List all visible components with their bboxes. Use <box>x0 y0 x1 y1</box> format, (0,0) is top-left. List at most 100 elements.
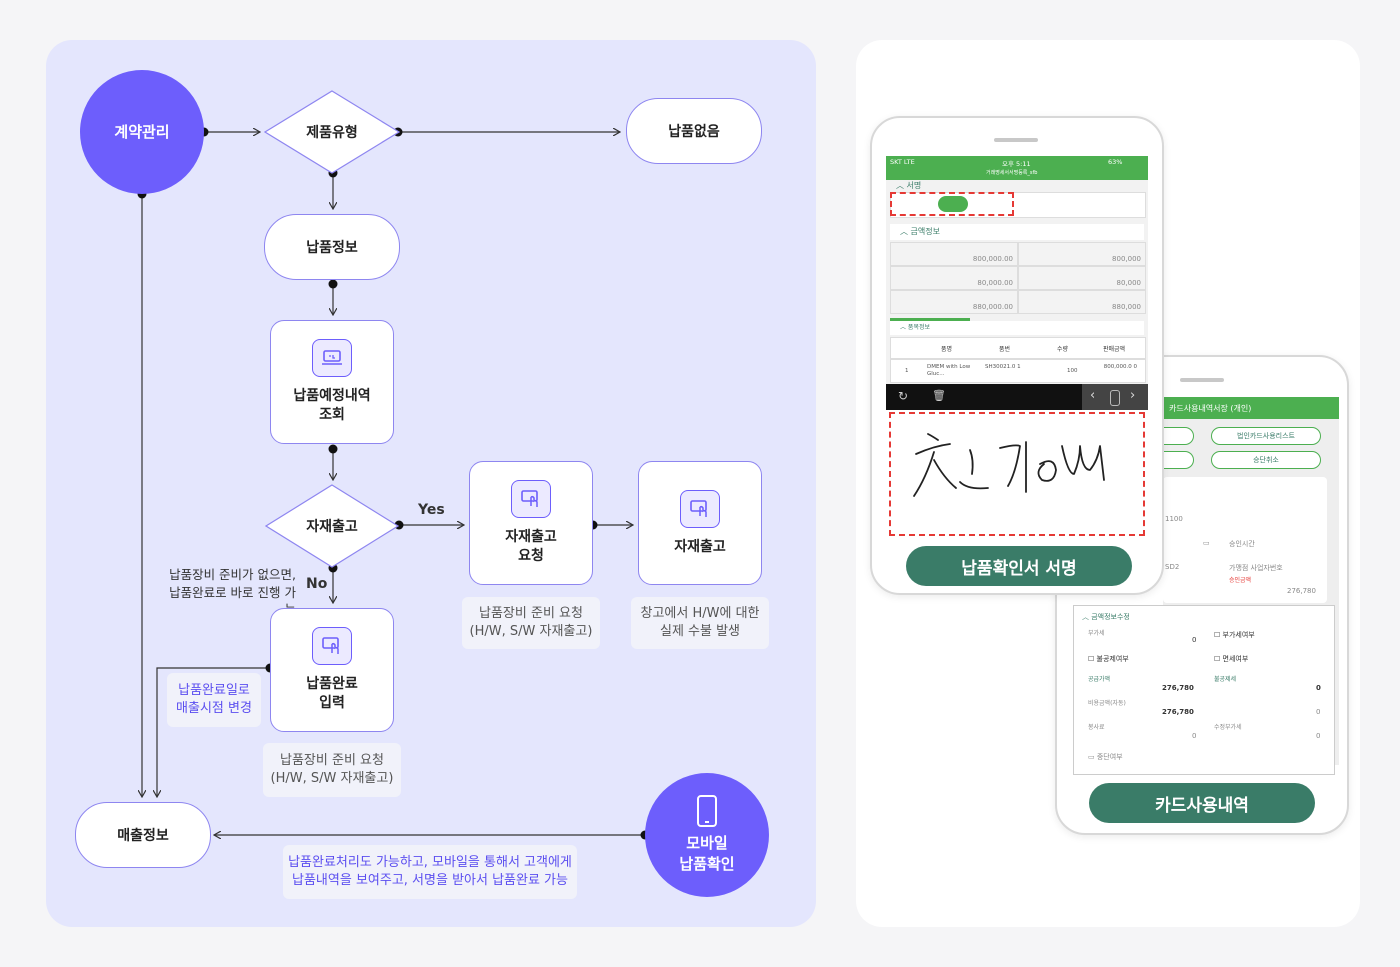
amount-cell-1: 800,000.00 <box>890 242 1018 266</box>
tax-free-checkbox[interactable]: ☐ 면세여부 <box>1214 655 1249 663</box>
card-material-out-label: 자재출고 <box>674 538 726 555</box>
amount-cell-6: 880,000 <box>1018 290 1146 314</box>
item-table-header: 품명 품번 수량 판매금액 <box>890 337 1146 359</box>
card-pill-left-2[interactable] <box>1163 451 1194 469</box>
sales-change-note: 납품완료일로 매출시점 변경 <box>167 673 261 727</box>
card-usage-button-label: 카드사용내역 <box>1155 795 1249 816</box>
battery-text: 63% <box>1108 158 1123 166</box>
start-node-label: 계약관리 <box>114 122 170 141</box>
request-note-line1: 납품장비 준비 요청 <box>479 605 583 621</box>
laptop-icon <box>312 339 352 378</box>
phone-speaker <box>1180 378 1224 382</box>
node-delivery-info[interactable]: 납품정보 <box>264 214 400 280</box>
phone-card-usage: 카드사용내역서장 (개인) 법인카드사용리스트 승단취소 1100 ▭ 승인시간… <box>1055 355 1349 835</box>
trash-icon[interactable]: 🗑 <box>932 389 946 402</box>
touch-screen-icon <box>511 480 551 519</box>
sales-change-line2: 매출시점 변경 <box>176 701 252 716</box>
approve-cancel-button[interactable]: 승단취소 <box>1211 451 1321 469</box>
sign-confirm-button-label: 납품확인서 서명 <box>961 558 1077 579</box>
scroll-handle-icon[interactable] <box>1110 390 1120 406</box>
sign-confirm-button[interactable]: 납품확인서 서명 <box>906 546 1132 586</box>
amount-section: ︿ 금액정보 <box>890 224 1144 240</box>
row-no: 1 <box>905 368 909 374</box>
corp-card-list-label: 법인카드사용리스트 <box>1237 432 1295 440</box>
tax-adjust-label: 수정부가세 <box>1214 724 1242 731</box>
card-planned-delivery[interactable]: 납품예정내역 조회 <box>270 320 394 444</box>
card-usage-button[interactable]: 카드사용내역 <box>1089 783 1315 823</box>
cancel-yn-label: 중단여부 <box>1096 753 1123 761</box>
amount-cell-2: 800,000 <box>1018 242 1146 266</box>
card-complete-line2: 입력 <box>319 695 345 711</box>
card-request-line2: 요청 <box>518 548 544 564</box>
request-note-line2: (H/W, S/W 자재출고) <box>469 624 593 639</box>
nondeduct-amount-label: 비용금액(자동) <box>1088 700 1126 707</box>
warehouse-note-line2: 실제 수불 발생 <box>659 624 741 639</box>
decision-material-out <box>265 484 399 568</box>
amount-edit-title: ︿ 금액정보수정 <box>1082 613 1130 621</box>
complete-note-line2: (H/W, S/W 자재출고) <box>270 771 394 786</box>
card-material-out[interactable]: 자재출고 <box>638 461 762 585</box>
node-no-delivery[interactable]: 납품없음 <box>626 98 762 164</box>
tip-label: 봉사료 <box>1088 724 1105 731</box>
signature-highlight-top <box>890 192 1014 216</box>
col-code: 품번 <box>999 346 1011 353</box>
amount-value: 880,000.00 <box>972 303 1013 311</box>
touch-screen-icon <box>312 627 352 666</box>
chevron-right-icon[interactable]: › <box>1130 388 1136 403</box>
field-sd2: SD2 <box>1165 563 1180 571</box>
signature-row <box>890 192 1146 218</box>
card-icon: ▭ <box>1203 539 1210 547</box>
field-1100: 1100 <box>1165 515 1183 523</box>
node-sales-info-label: 매출정보 <box>117 828 169 844</box>
amount-value: 800,000 <box>1112 255 1141 263</box>
chevron-left-icon[interactable]: ‹ <box>1090 388 1096 403</box>
decision-product-type <box>264 90 400 174</box>
cancel-yn-row[interactable]: ▭ 중단여부 <box>1088 753 1123 761</box>
status-bar: SKT LTE 오후 5:11 63% 거래명세서서명등록_sfb <box>886 156 1148 180</box>
no-label: No <box>306 576 328 592</box>
signature-canvas[interactable] <box>886 410 1148 538</box>
nondeduct-value: 0 <box>1316 684 1321 692</box>
card-planned-line2: 조회 <box>319 407 345 423</box>
approve-cancel-label: 승단취소 <box>1253 456 1279 464</box>
card-request-line1: 자재출고 <box>505 529 557 546</box>
card-pill-left-1[interactable] <box>1163 427 1194 445</box>
vat-yn-checkbox[interactable]: ☐ 부가세여부 <box>1214 631 1255 639</box>
decision-product-type-label: 제품유형 <box>306 125 358 141</box>
tax-free-label: 면세여부 <box>1222 655 1249 663</box>
row-name: DMEM with Low Gluc... <box>927 364 971 377</box>
touch-screen-icon <box>680 489 720 528</box>
item-section-bar <box>890 318 970 321</box>
node-delivery-info-label: 납품정보 <box>306 240 358 256</box>
doc-title: 거래명세서서명등록_sfb <box>986 170 1038 176</box>
amount-cell-4: 80,000 <box>1018 266 1146 290</box>
approval-amount-label: 승인금액 <box>1229 577 1252 584</box>
card-approval-box: 1100 ▭ 승인시간 SD2 가맹점 사업자번호 승인금액 276,780 <box>1163 477 1327 603</box>
approval-time-label: 승인시간 <box>1229 540 1255 548</box>
mobile-line2: 납품확인 <box>679 855 735 873</box>
vat-value: 0 <box>1192 636 1197 644</box>
refresh-icon[interactable]: ↻ <box>898 389 909 403</box>
nondeduct-checkbox[interactable]: ☐ 불공제여부 <box>1088 655 1129 663</box>
signature-section: ︿ 서명 <box>896 181 922 190</box>
node-sales-info[interactable]: 매출정보 <box>75 802 211 868</box>
card-header-bar: 카드사용내역서장 (개인) <box>1163 397 1339 419</box>
col-amount: 판매금액 <box>1103 346 1126 353</box>
vat-yn-label: 부가세여부 <box>1222 631 1255 639</box>
mobile-line1: 모바일 <box>686 834 728 852</box>
node-mobile-confirm[interactable]: 모바일 납품확인 <box>645 773 769 897</box>
corp-card-list-button[interactable]: 법인카드사용리스트 <box>1211 427 1321 445</box>
warehouse-note-line1: 창고에서 H/W에 대한 <box>640 605 760 621</box>
item-table-row[interactable]: 1 DMEM with Low Gluc... SH30021.0 1 100 … <box>890 359 1146 383</box>
sign-edit-icon[interactable] <box>938 196 968 212</box>
amount-value: 800,000.00 <box>972 255 1013 263</box>
amount-value: 80,000 <box>1116 279 1142 287</box>
start-node-contract[interactable]: 계약관리 <box>80 70 204 194</box>
yes-label: Yes <box>418 502 445 518</box>
supply-label: 공급가액 <box>1088 676 1111 683</box>
smartphone-icon <box>697 795 717 827</box>
nondeduct-tax-label: 불공제세 <box>1214 676 1237 683</box>
card-material-request[interactable]: 자재출고 요청 <box>469 461 593 585</box>
card-delivery-complete[interactable]: 납품완료 입력 <box>270 608 394 732</box>
